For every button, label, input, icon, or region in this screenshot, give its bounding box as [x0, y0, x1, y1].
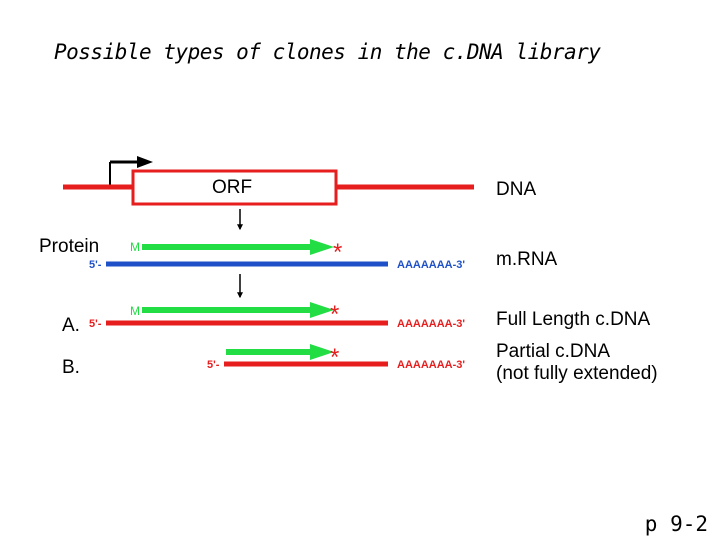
protein-start-codon: M: [130, 240, 140, 254]
clone-b-letter: B.: [62, 357, 80, 378]
clone-a-start-codon: M: [130, 304, 140, 318]
slide-title: Possible types of clones in the c.DNA li…: [54, 40, 601, 64]
mrna-five-prime: 5'-: [89, 259, 102, 271]
clone-b-stop-symbol: *: [330, 344, 339, 371]
clone-a-arrowhead: [310, 302, 334, 318]
clone-a-stop-symbol: *: [330, 301, 339, 328]
protein-arrowhead: [310, 239, 334, 255]
clone-b-five-prime: 5'-: [207, 359, 220, 371]
orf-label: ORF: [212, 177, 252, 198]
transcription-arrow: [109, 156, 153, 186]
mrna-label: m.RNA: [496, 249, 558, 270]
clone-b-label-line2: (not fully extended): [496, 363, 658, 384]
protein-stop-symbol: *: [333, 239, 342, 266]
clone-a-letter: A.: [62, 315, 80, 336]
clone-a-label: Full Length c.DNA: [496, 309, 651, 330]
clone-b-poly-a: AAAAAAA-3': [397, 359, 465, 371]
clone-b-arrowhead: [310, 344, 334, 360]
clone-a-poly-a: AAAAAAA-3': [397, 318, 465, 330]
dna-label: DNA: [496, 179, 536, 200]
page-number: p 9-2: [644, 512, 708, 536]
mrna-poly-a: AAAAAAA-3': [397, 259, 465, 271]
protein-label: Protein: [39, 236, 99, 257]
clone-a-five-prime: 5'-: [89, 318, 102, 330]
clone-b-label-line1: Partial c.DNA: [496, 341, 610, 362]
orf-box: [131, 169, 338, 206]
